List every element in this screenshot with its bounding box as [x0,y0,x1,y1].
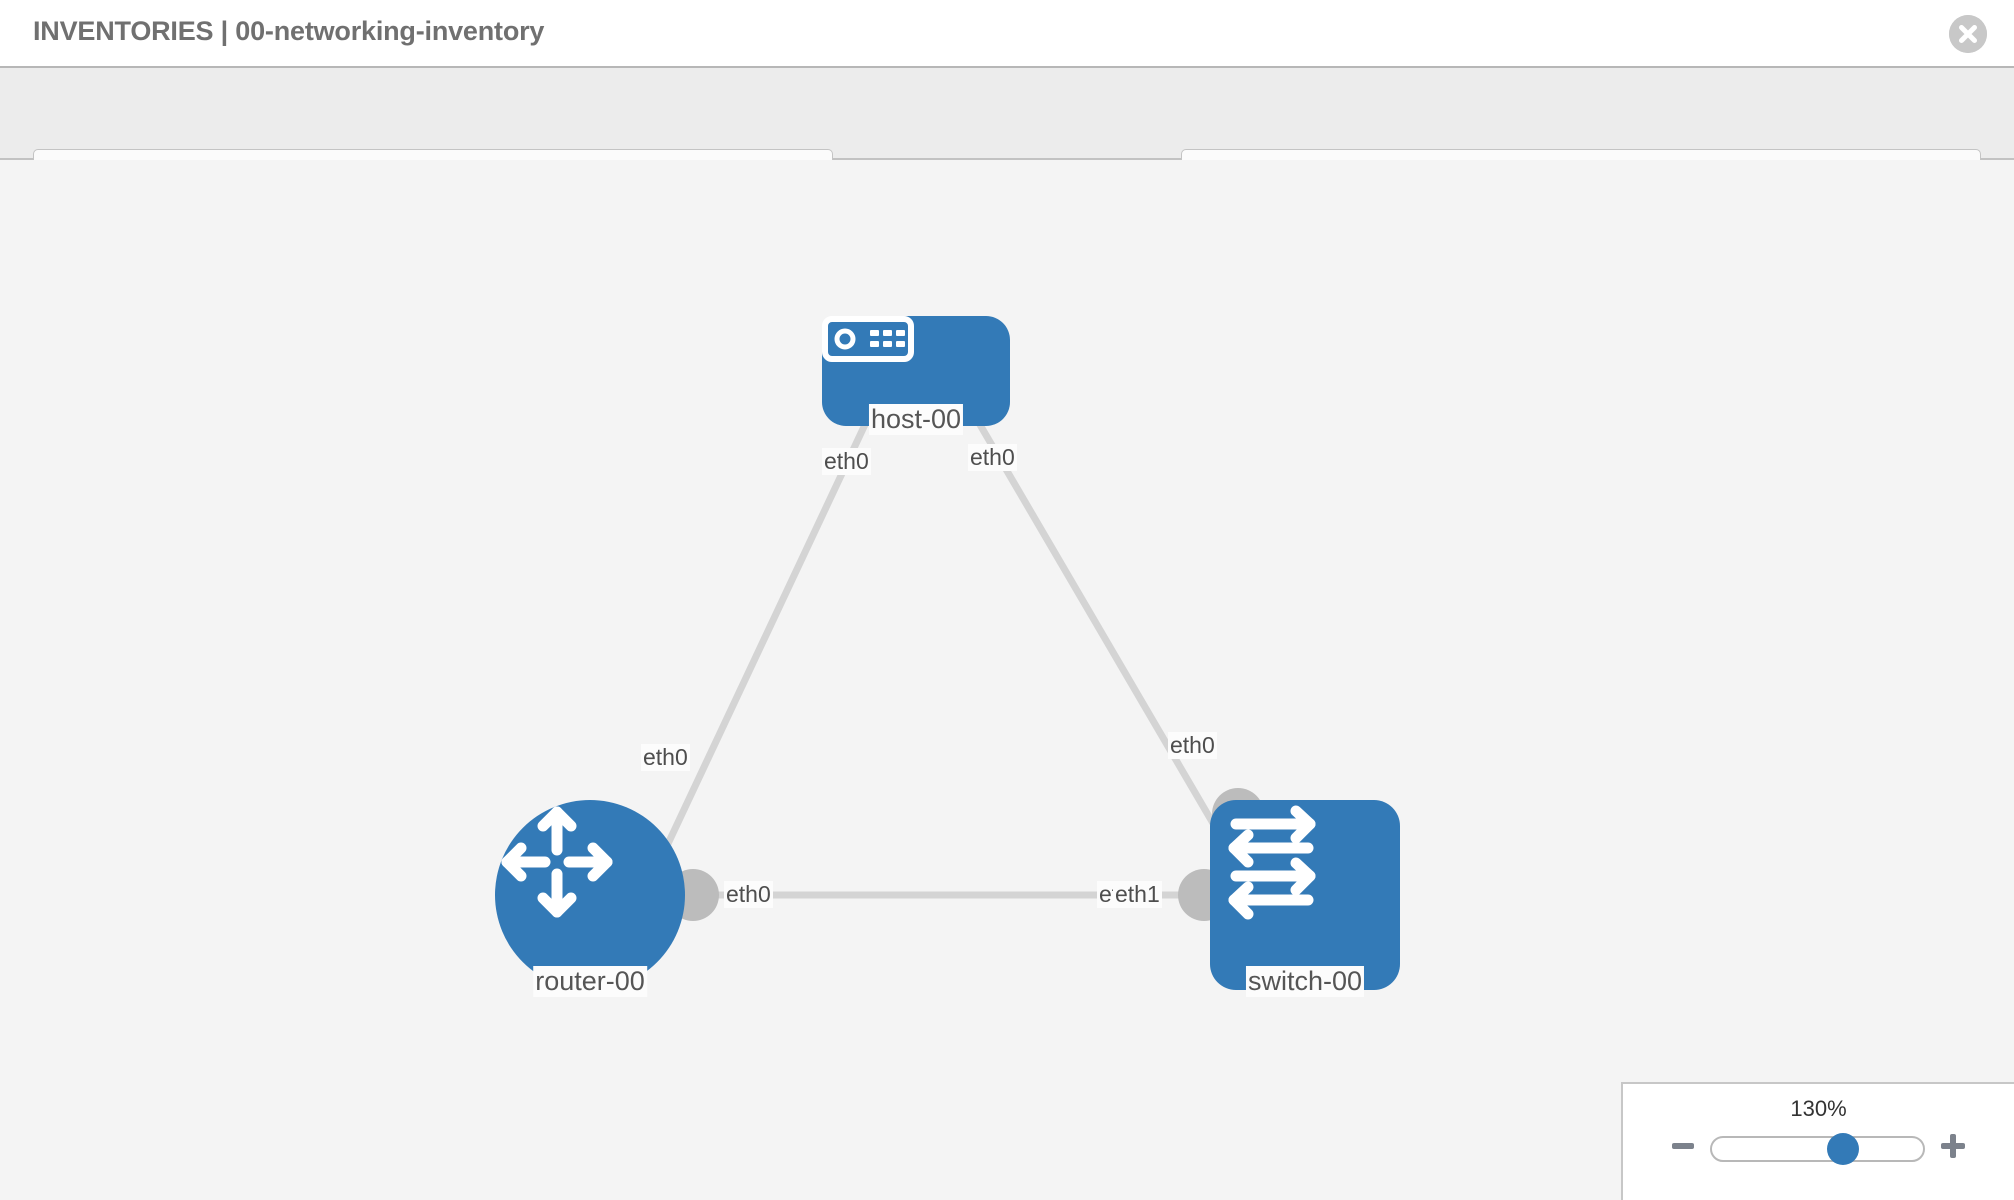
edge-label-router-upper: eth0 [641,744,690,771]
edge-label-host-left: eth0 [822,448,871,475]
host-node-label: host-00 [868,404,964,435]
plus-icon[interactable] [1939,1132,1967,1165]
edge-label-host-right: eth0 [968,444,1017,471]
toolbar: ACTIONS SEARCH [0,68,2014,203]
minus-icon[interactable] [1670,1133,1696,1164]
zoom-percent-label: 130% [1790,1096,1847,1121]
edge-label-switch-left-b: eth1 [1113,881,1162,908]
router-arrows-icon [501,806,613,918]
page-header: INVENTORIES | 00-networking-inventory [0,0,2014,68]
topology-node-switch-00[interactable]: switch-00 [1210,800,1400,997]
close-icon[interactable] [1949,15,1987,53]
zoom-control-panel: 130% [1621,1082,2014,1200]
router-node-label: router-00 [533,966,647,997]
switch-arrows-icon [1228,805,1316,920]
zoom-slider-thumb[interactable] [1826,1132,1859,1165]
zoom-slider[interactable] [1710,1132,1925,1165]
topology-node-router-00[interactable]: router-00 [495,800,685,997]
router-node-shape[interactable] [495,800,685,990]
switch-node-shape[interactable] [1210,800,1400,990]
page-title: INVENTORIES | 00-networking-inventory [33,16,545,46]
edge-label-switch-upper: eth0 [1168,732,1217,759]
topology-node-host-00[interactable]: host-00 [822,316,1010,435]
topology-canvas[interactable]: host-00 router-00 [0,160,2014,1200]
switch-node-label: switch-00 [1245,966,1365,997]
server-icon [822,316,914,362]
edge-label-router-right: eth0 [724,881,773,908]
